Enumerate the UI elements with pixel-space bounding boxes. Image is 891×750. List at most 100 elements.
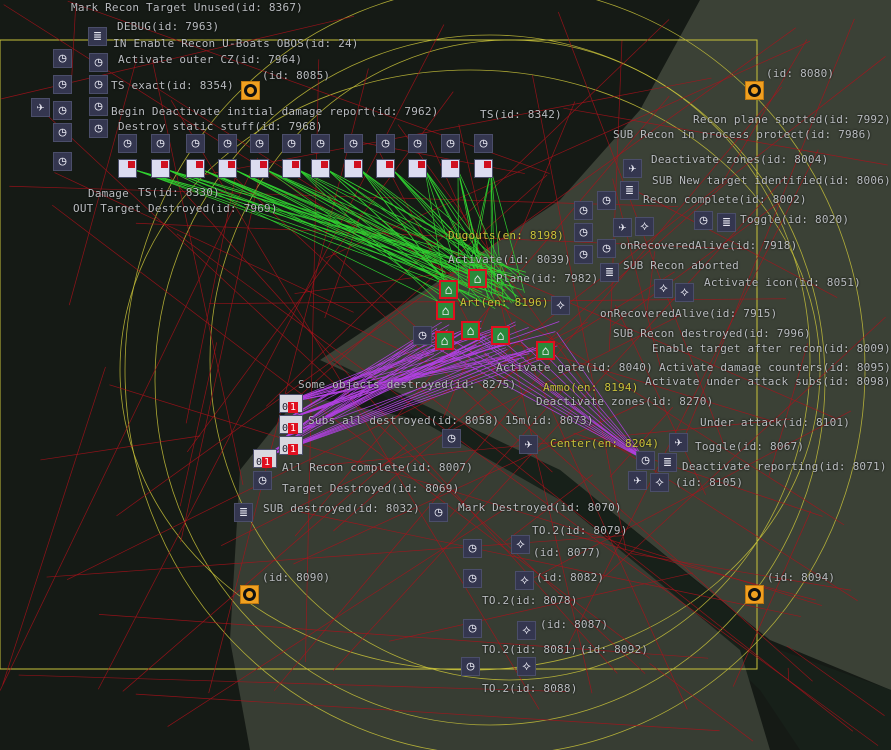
node-label: SUB New target identified(id: 8006) [652, 174, 891, 187]
clock-icon[interactable]: ◷ [597, 191, 616, 210]
clock-icon[interactable]: ◷ [429, 503, 448, 522]
clock-icon[interactable]: ◷ [413, 326, 432, 345]
clock-icon[interactable]: ◷ [311, 134, 330, 153]
clock-icon[interactable]: ◷ [461, 657, 480, 676]
clock-icon[interactable]: ◷ [574, 245, 593, 264]
document-icon[interactable]: ≣ [717, 213, 736, 232]
spinner-icon[interactable]: ⟡ [517, 621, 536, 640]
document-icon[interactable]: ≣ [234, 503, 253, 522]
spinner-icon[interactable]: ⟡ [654, 279, 673, 298]
building-icon[interactable]: ⌂ [491, 326, 510, 345]
clock-icon[interactable]: ◷ [441, 134, 460, 153]
plane-icon[interactable]: ✈ [669, 433, 688, 452]
clock-icon[interactable]: ◷ [442, 429, 461, 448]
clock-icon[interactable]: ◷ [89, 75, 108, 94]
trigger-link [266, 19, 670, 407]
damage-icon[interactable] [344, 159, 363, 178]
clock-icon[interactable]: ◷ [186, 134, 205, 153]
clock-icon[interactable]: ◷ [376, 134, 395, 153]
node-label: Art(en: 8196) [460, 296, 549, 309]
building-icon[interactable]: ⌂ [536, 341, 555, 360]
clock-icon[interactable]: ◷ [574, 201, 593, 220]
spinner-icon[interactable]: ⟡ [517, 657, 536, 676]
damage-link [392, 169, 518, 277]
clock-icon[interactable]: ◷ [89, 97, 108, 116]
building-icon[interactable]: ⌂ [436, 301, 455, 320]
clock-icon[interactable]: ◷ [89, 119, 108, 138]
clock-icon[interactable]: ◷ [463, 619, 482, 638]
spinner-icon[interactable]: ⟡ [650, 473, 669, 492]
building-icon[interactable]: ⌂ [439, 280, 458, 299]
document-icon[interactable]: ≣ [620, 181, 639, 200]
damage-link [202, 169, 483, 293]
clock-icon[interactable]: ◷ [53, 123, 72, 142]
damage-icon[interactable] [408, 159, 427, 178]
clock-icon[interactable]: ◷ [53, 49, 72, 68]
spinner-icon[interactable]: ⟡ [515, 571, 534, 590]
document-icon[interactable]: ≣ [600, 263, 619, 282]
clock-icon[interactable]: ◷ [463, 539, 482, 558]
node-label: Target Destroyed(id: 8069) [282, 482, 460, 495]
damage-icon[interactable] [441, 159, 460, 178]
clock-icon[interactable]: ◷ [344, 134, 363, 153]
clock-icon[interactable]: ◷ [474, 134, 493, 153]
spinner-icon[interactable]: ⟡ [511, 535, 530, 554]
plane-icon[interactable]: ✈ [613, 218, 632, 237]
target-icon[interactable] [240, 585, 259, 604]
clock-icon[interactable]: ◷ [53, 101, 72, 120]
building-icon[interactable]: ⌂ [435, 331, 454, 350]
spinner-icon[interactable]: ⟡ [635, 217, 654, 236]
counter-link [426, 342, 646, 461]
clock-icon[interactable]: ◷ [574, 223, 593, 242]
clock-icon[interactable]: ◷ [53, 75, 72, 94]
damage-icon[interactable] [376, 159, 395, 178]
document-icon[interactable]: ≣ [658, 453, 677, 472]
building-icon[interactable]: ⌂ [468, 269, 487, 288]
damage-icon[interactable] [250, 159, 269, 178]
clock-icon[interactable]: ◷ [597, 239, 616, 258]
clock-icon[interactable]: ◷ [250, 134, 269, 153]
damage-icon[interactable] [282, 159, 301, 178]
clock-icon[interactable]: ◷ [53, 152, 72, 171]
damage-icon[interactable] [151, 159, 170, 178]
node-label: Toggle(id: 8067) [695, 440, 805, 453]
clock-icon[interactable]: ◷ [463, 569, 482, 588]
node-label: TO.2(id: 8078) [482, 594, 578, 607]
counter-link [284, 344, 501, 421]
building-icon[interactable]: ⌂ [461, 321, 480, 340]
damage-icon[interactable] [218, 159, 237, 178]
trigger-link [723, 39, 808, 180]
damage-icon[interactable] [311, 159, 330, 178]
plane-icon[interactable]: ✈ [628, 471, 647, 490]
spinner-icon[interactable]: ⟡ [551, 296, 570, 315]
damage-icon[interactable] [186, 159, 205, 178]
clock-icon[interactable]: ◷ [151, 134, 170, 153]
damage-icon[interactable] [118, 159, 137, 178]
plane-icon[interactable]: ✈ [623, 159, 642, 178]
plane-icon[interactable]: ✈ [519, 435, 538, 454]
damage-link [490, 169, 492, 296]
target-icon[interactable] [241, 81, 260, 100]
plane-icon[interactable]: ✈ [31, 98, 50, 117]
clock-icon[interactable]: ◷ [218, 134, 237, 153]
clock-icon[interactable]: ◷ [408, 134, 427, 153]
clock-icon[interactable]: ◷ [253, 471, 272, 490]
trigger-link [612, 178, 661, 368]
spinner-icon[interactable]: ⟡ [675, 283, 694, 302]
document-icon[interactable]: ≣ [88, 27, 107, 46]
target-icon[interactable] [745, 585, 764, 604]
clock-icon[interactable]: ◷ [636, 451, 655, 470]
clock-icon[interactable]: ◷ [118, 134, 137, 153]
target-icon[interactable] [745, 81, 764, 100]
clock-icon[interactable]: ◷ [282, 134, 301, 153]
clock-icon[interactable]: ◷ [694, 211, 713, 230]
clock-icon[interactable]: ◷ [89, 53, 108, 72]
damage-icon[interactable] [474, 159, 493, 178]
damage-link [360, 169, 519, 298]
